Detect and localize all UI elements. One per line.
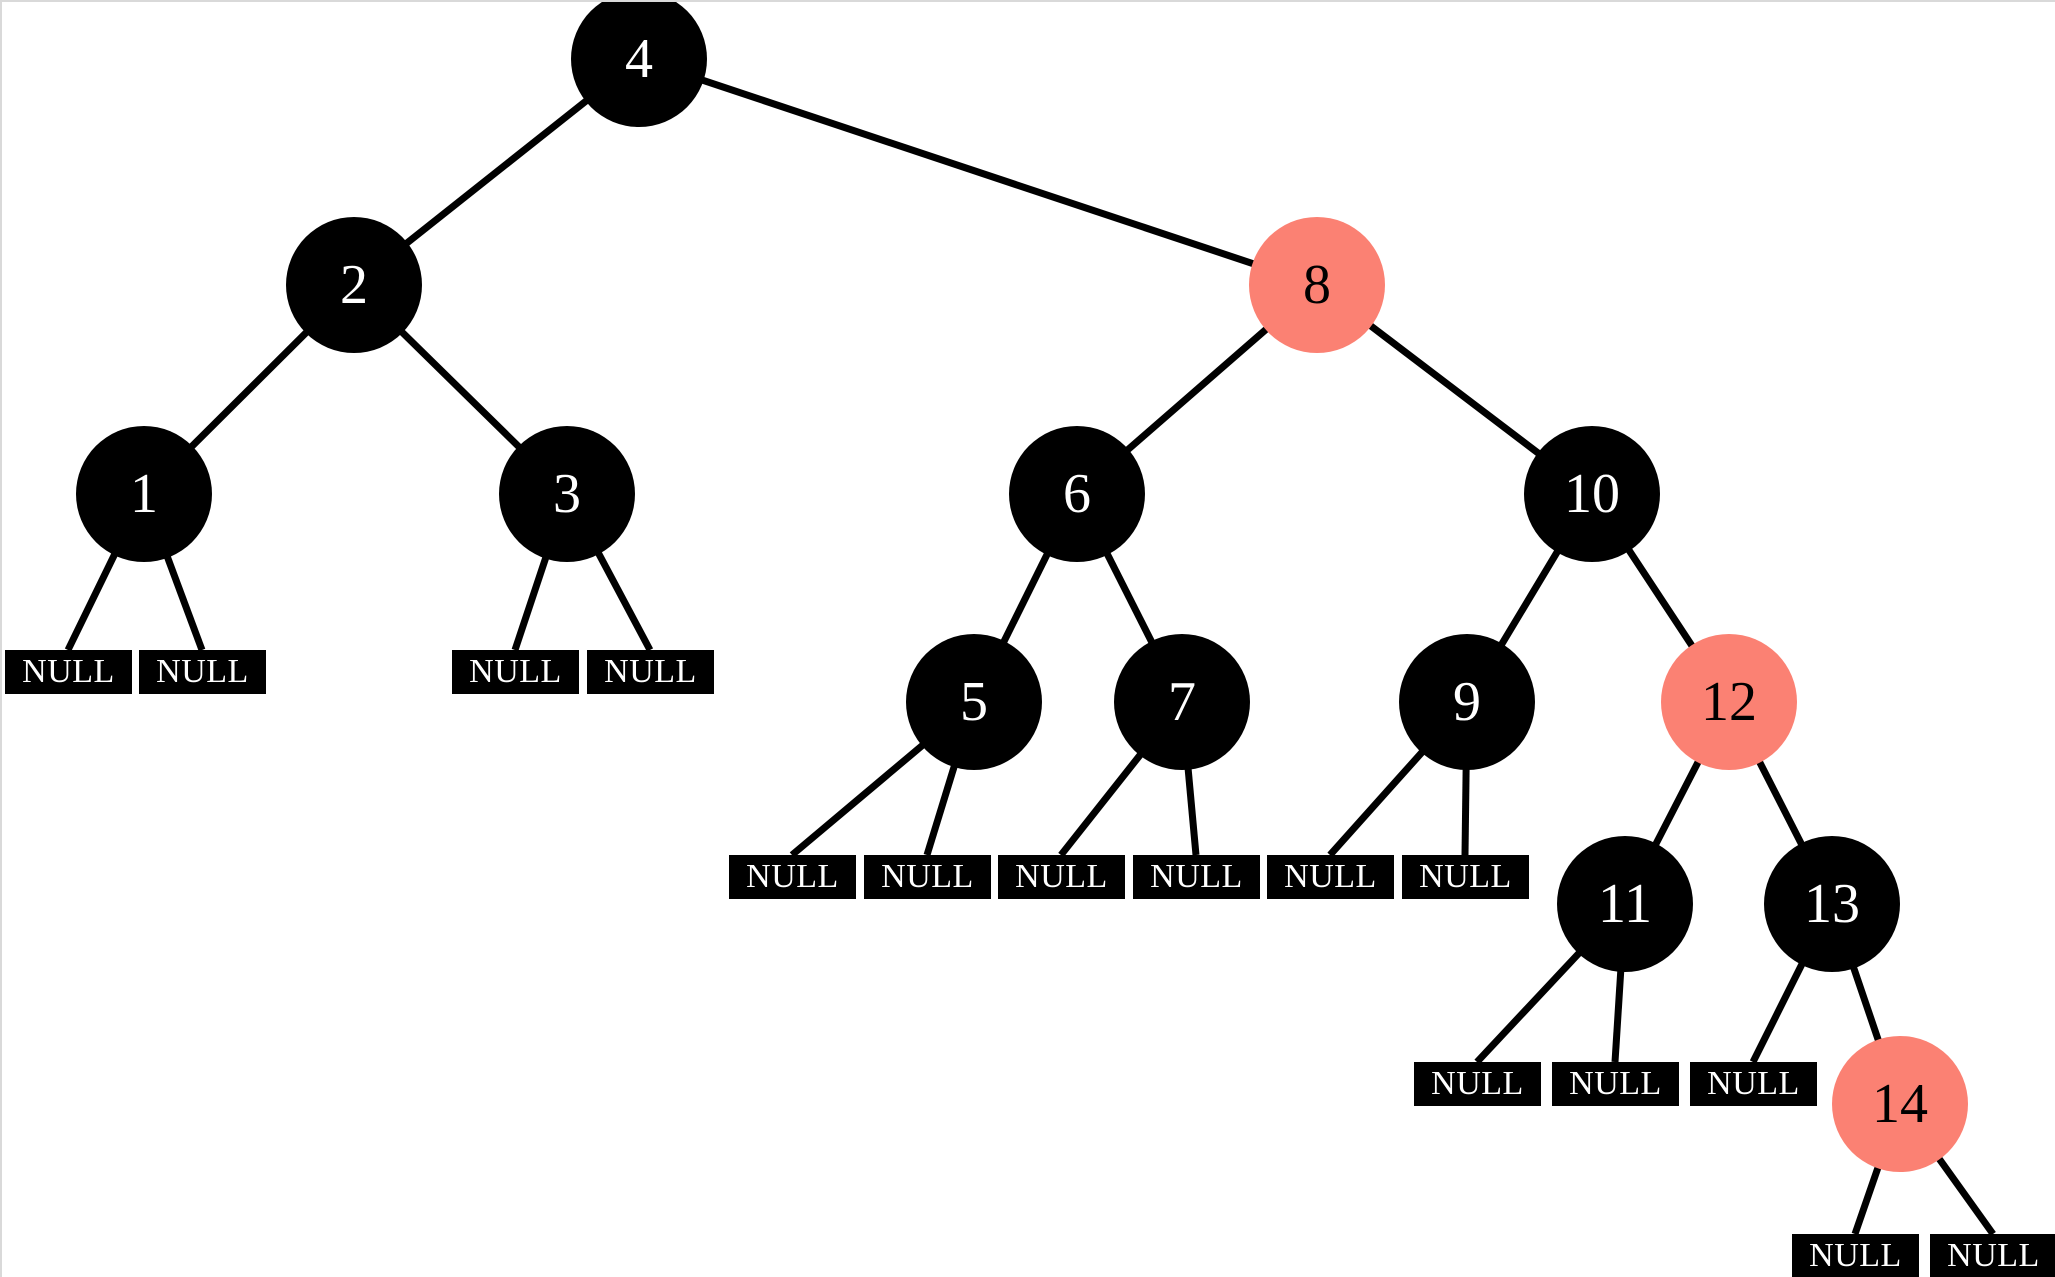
null-leaf-box: NULL bbox=[998, 855, 1125, 899]
tree-edge bbox=[637, 55, 1319, 289]
null-leaf-label: NULL bbox=[22, 653, 115, 690]
tree-node-6[interactable]: 6 bbox=[1009, 426, 1145, 562]
null-leaf-label: NULL bbox=[1284, 858, 1377, 895]
tree-node-9[interactable]: 9 bbox=[1399, 634, 1535, 770]
tree-node-1[interactable]: 1 bbox=[76, 426, 212, 562]
null-leaf-label: NULL bbox=[1150, 858, 1243, 895]
tree-node-5[interactable]: 5 bbox=[906, 634, 1042, 770]
null-leaf-box: NULL bbox=[1930, 1234, 2055, 1277]
null-leaf-label: NULL bbox=[1431, 1065, 1524, 1102]
tree-node-label: 6 bbox=[1063, 463, 1091, 525]
tree-node-label: 2 bbox=[340, 254, 368, 316]
tree-node-label: 5 bbox=[960, 671, 988, 733]
tree-node-label: 11 bbox=[1598, 873, 1652, 935]
tree-node-3[interactable]: 3 bbox=[499, 426, 635, 562]
null-leaf-label: NULL bbox=[604, 653, 697, 690]
tree-node-label: 3 bbox=[553, 463, 581, 525]
null-leaf-label: NULL bbox=[1419, 858, 1512, 895]
null-leaf-label: NULL bbox=[1707, 1065, 1800, 1102]
tree-node-label: 4 bbox=[625, 28, 653, 90]
null-leaf-box: NULL bbox=[1267, 855, 1394, 899]
null-leaf-box: NULL bbox=[1133, 855, 1260, 899]
tree-node-7[interactable]: 7 bbox=[1114, 634, 1250, 770]
tree-node-label: 12 bbox=[1701, 671, 1757, 733]
tree-node-4[interactable]: 4 bbox=[571, 2, 707, 127]
null-leaf-label: NULL bbox=[881, 858, 974, 895]
null-leaf-label: NULL bbox=[1947, 1237, 2040, 1274]
null-leaf-label: NULL bbox=[1809, 1237, 1902, 1274]
tree-node-8[interactable]: 8 bbox=[1249, 217, 1385, 353]
tree-node-12[interactable]: 12 bbox=[1661, 634, 1797, 770]
tree-node-11[interactable]: 11 bbox=[1557, 836, 1693, 972]
tree-node-label: 14 bbox=[1872, 1073, 1928, 1135]
null-leaf-label: NULL bbox=[1569, 1065, 1662, 1102]
tree-node-10[interactable]: 10 bbox=[1524, 426, 1660, 562]
tree-node-label: 10 bbox=[1564, 463, 1620, 525]
null-leaf-label: NULL bbox=[1015, 858, 1108, 895]
null-leaf-box: NULL bbox=[1414, 1062, 1541, 1106]
tree-node-14[interactable]: 14 bbox=[1832, 1036, 1968, 1172]
tree-node-13[interactable]: 13 bbox=[1764, 836, 1900, 972]
null-leaf-box: NULL bbox=[1552, 1062, 1679, 1106]
null-leaf-box: NULL bbox=[452, 650, 579, 694]
null-leaf-label: NULL bbox=[469, 653, 562, 690]
tree-node-label: 13 bbox=[1804, 873, 1860, 935]
null-leaf-box: NULL bbox=[1690, 1062, 1817, 1106]
null-leaf-box: NULL bbox=[1792, 1234, 1919, 1277]
null-leaf-box: NULL bbox=[139, 650, 266, 694]
tree-node-2[interactable]: 2 bbox=[286, 217, 422, 353]
null-leaf-box: NULL bbox=[864, 855, 991, 899]
null-leaf-box: NULL bbox=[729, 855, 856, 899]
tree-node-label: 1 bbox=[130, 463, 158, 525]
null-leaf-label: NULL bbox=[746, 858, 839, 895]
null-leaf-box: NULL bbox=[5, 650, 132, 694]
tree-node-label: 7 bbox=[1168, 671, 1196, 733]
null-leaf-label: NULL bbox=[156, 653, 249, 690]
tree-node-label: 8 bbox=[1303, 254, 1331, 316]
null-leaf-box: NULL bbox=[1402, 855, 1529, 899]
null-leaf-box: NULL bbox=[587, 650, 714, 694]
tree-node-label: 9 bbox=[1453, 671, 1481, 733]
